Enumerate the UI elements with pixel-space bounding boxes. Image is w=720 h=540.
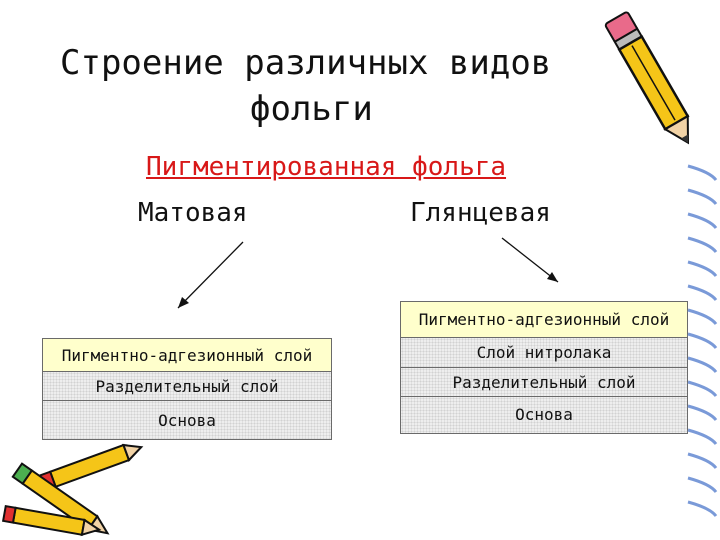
arrow-left bbox=[177, 241, 244, 309]
glossy-layer-separating: Разделительный слой bbox=[400, 367, 688, 397]
matte-layer-pigment: Пигментно-адгезионный слой bbox=[42, 338, 332, 372]
pencils-cluster-icon bbox=[1, 443, 144, 537]
matte-layer-separating: Разделительный слой bbox=[42, 371, 332, 401]
glossy-label: Глянцевая bbox=[410, 198, 551, 228]
glossy-layer-nitrolacquer: Слой нитролака bbox=[400, 337, 688, 368]
slide-title-line2: фольги bbox=[250, 89, 373, 129]
arrow-right bbox=[501, 237, 559, 283]
spiral-binding bbox=[687, 164, 718, 517]
slide-title-line1: Строение различных видов bbox=[60, 43, 552, 83]
matte-label: Матовая bbox=[138, 198, 248, 228]
glossy-layer-base: Основа bbox=[400, 396, 688, 434]
subtitle: Пигментированная фольга bbox=[146, 152, 507, 182]
matte-layer-base: Основа bbox=[42, 400, 332, 440]
pencil-icon bbox=[604, 11, 690, 145]
arrow-left-head bbox=[178, 297, 189, 308]
slide-title: Строение различных видов фольги bbox=[60, 40, 620, 132]
arrow-right-head bbox=[547, 272, 558, 282]
glossy-layer-pigment: Пигментно-адгезионный слой bbox=[400, 301, 688, 338]
